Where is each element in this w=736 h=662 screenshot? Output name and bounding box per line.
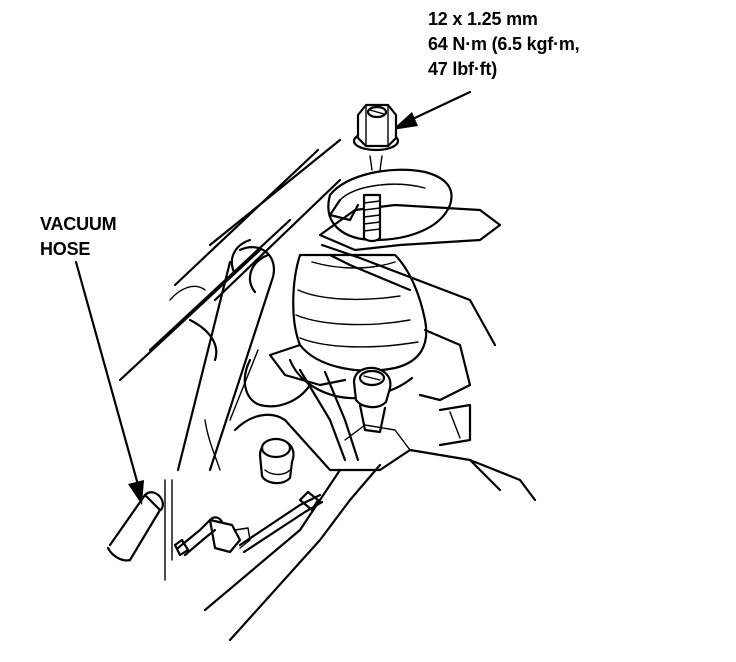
- vacuum-tube: [176, 238, 275, 472]
- flange-nut: [352, 103, 400, 171]
- nut-leader-arrowhead: [392, 112, 418, 130]
- vacuum-hose-label-line1: VACUUM: [40, 214, 117, 234]
- lower-mount-nut: [352, 366, 392, 434]
- vacuum-hose-label-line2: HOSE: [40, 239, 91, 259]
- hose-leader-arrowhead: [128, 480, 144, 505]
- lower-left-bolt: [258, 437, 295, 485]
- nut-torque-nm: 64 N·m (6.5 kgf·m,: [428, 34, 580, 54]
- vacuum-hose: [106, 479, 324, 581]
- hose-leader-line: [74, 260, 142, 494]
- nut-thread-size: 12 x 1.25 mm: [428, 9, 538, 29]
- leader-arrows: [74, 90, 472, 505]
- lower-bracket: [203, 358, 537, 642]
- nut-torque-callout: 12 x 1.25 mm 64 N·m (6.5 kgf·m, 47 lbf·f…: [428, 7, 580, 82]
- vacuum-hose-callout: VACUUM HOSE: [40, 212, 117, 262]
- nut-torque-lbf: 47 lbf·ft): [428, 59, 497, 79]
- mount-stud: [362, 193, 382, 243]
